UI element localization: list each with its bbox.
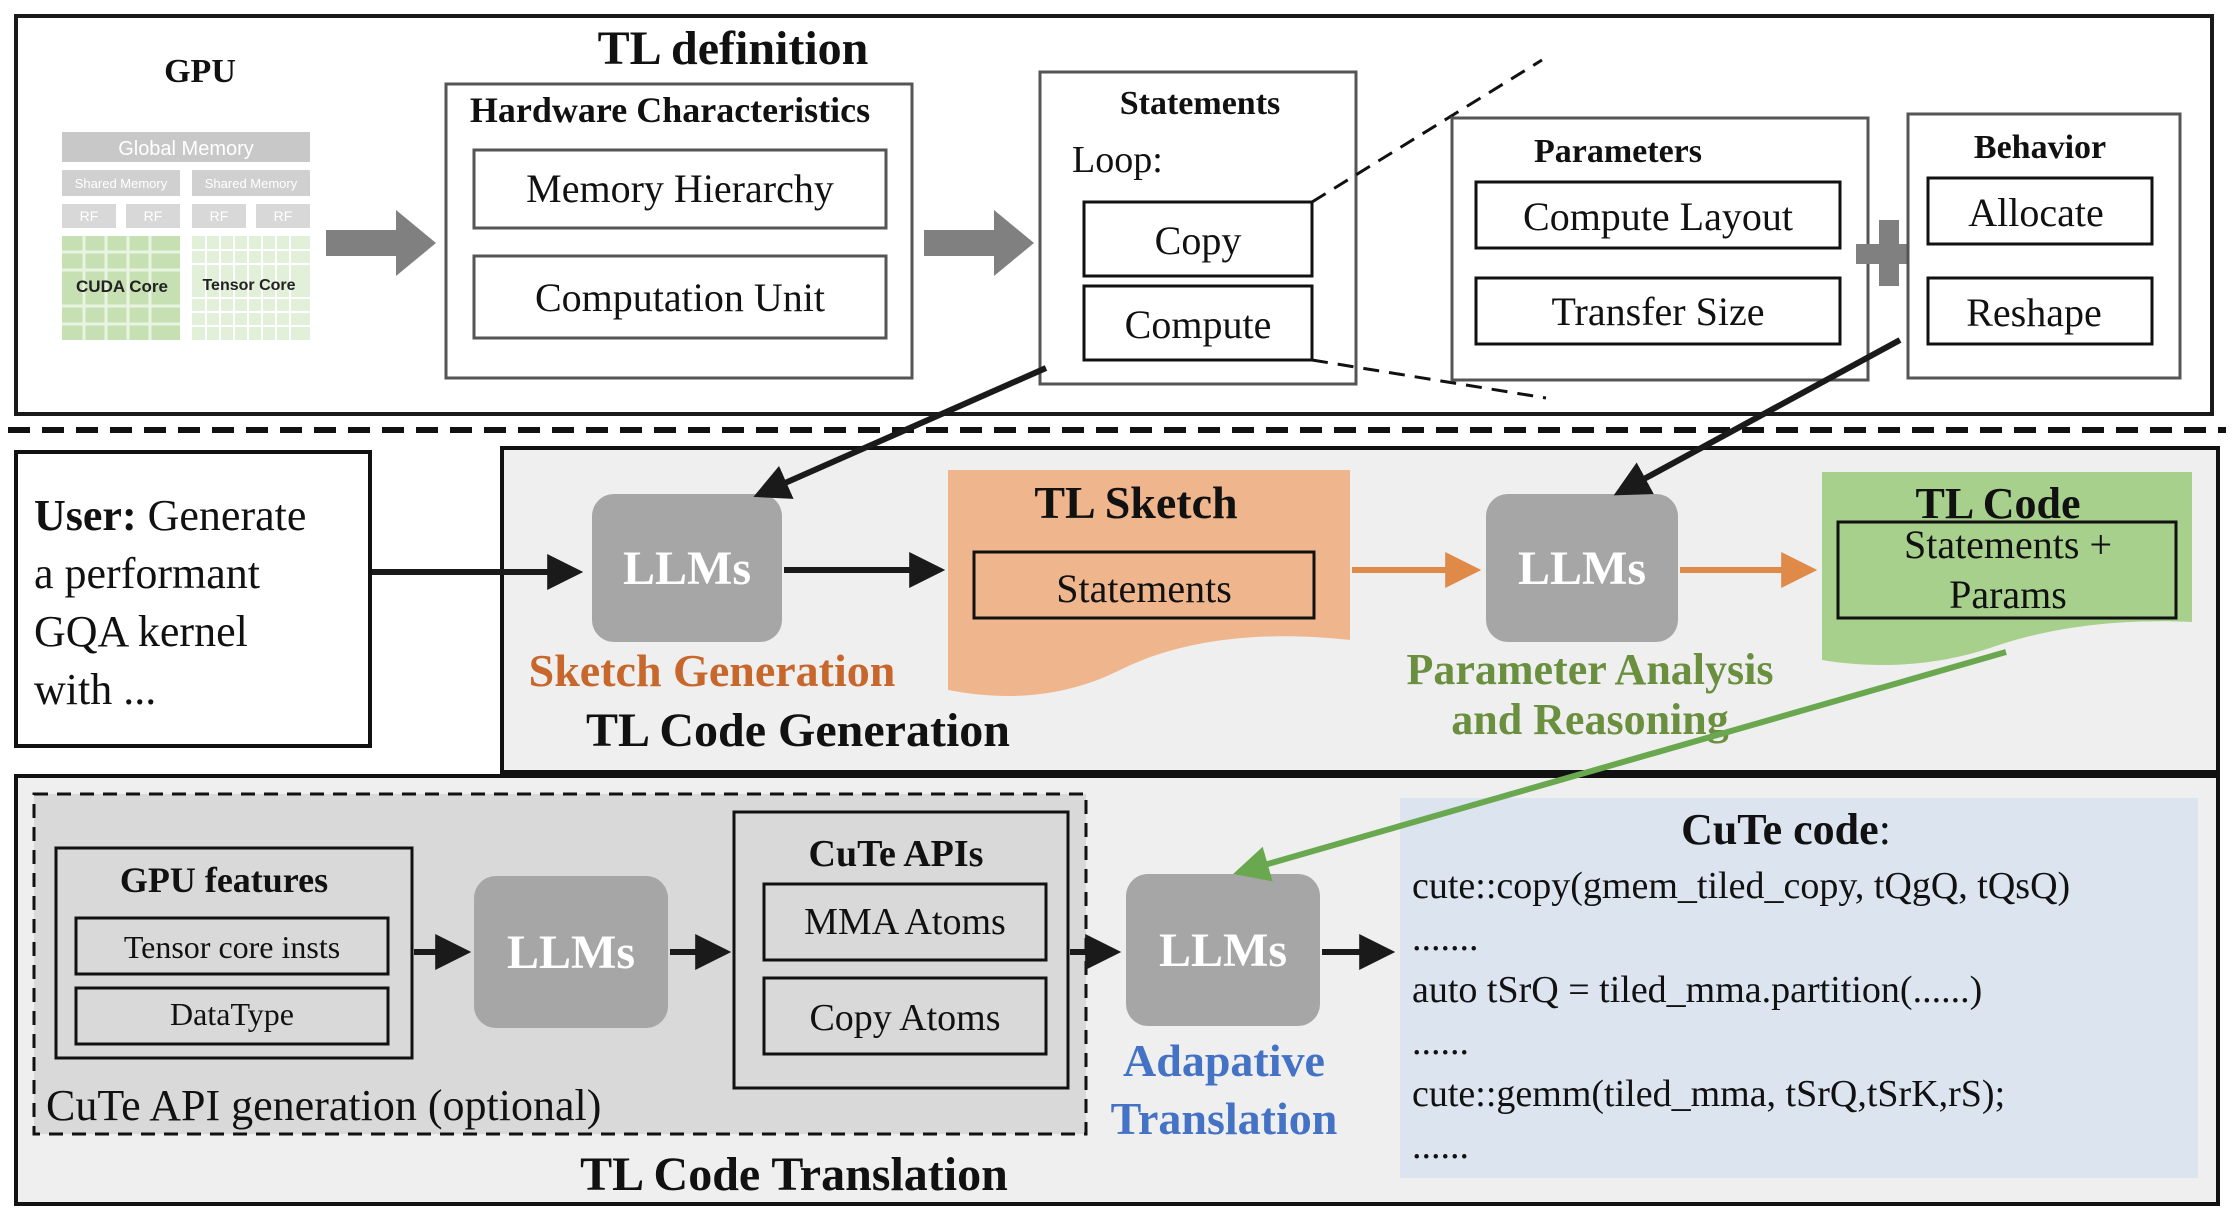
cute-code-title: CuTe code: [1681,805,1891,854]
plus-icon [1856,220,1922,286]
statements-to-llm1-arrow [753,365,1048,499]
parameter-analysis-label-2: and Reasoning [1451,695,1729,744]
mma-atoms-label: MMA Atoms [804,901,1006,943]
llm-label-1: LLMs [623,542,751,595]
tl-sketch-statements-box [972,550,1316,620]
llm-label-4: LLMs [1159,924,1287,977]
cute-code-title-colon: : [1879,805,1891,854]
cute-code-line-1: cute::copy(gmem_tiled_copy, tQgQ, tQsQ) [1412,865,2070,907]
tensor-core-insts-box [74,916,390,976]
tensor-core-insts-label: Tensor core insts [124,929,340,965]
allocate-box [1926,176,2154,246]
gpu-features-title: GPU features [120,860,328,900]
memory-hierarchy-box [472,148,888,230]
reshape-box [1926,276,2154,346]
copy-atoms-box [762,976,1048,1056]
user-prompt-line-1: User: Generate [34,491,306,540]
tl-sketch-document [948,470,1350,696]
cute-apis-title: CuTe APIs [809,833,984,875]
cuda-core-label: CUDA Core [76,277,168,296]
cute-api-generation-label: CuTe API generation (optional) [46,1081,601,1130]
rf-label-4: RF [274,208,293,224]
compute-layout-box [1474,180,1842,250]
user-prompt-line-2: a performant [34,549,260,598]
tl-sketch-title: TL Sketch [1034,477,1237,528]
adaptive-translation-label-1: Adapative [1123,1035,1325,1086]
user-prompt-line-3: GQA kernel [34,607,248,656]
cute-code-line-2: ....... [1412,917,1479,959]
tlcode-to-llm4-arrow [1233,649,2007,882]
user-prompt-line-4: with ... [34,665,156,714]
shared-memory-label-1: Shared Memory [75,176,168,191]
behavior-to-llm2-arrow [1613,337,1902,496]
statements-title: Statements [1120,85,1281,122]
tl-sketch-statements-label: Statements [1056,566,1232,611]
loop-label: Loop: [1072,139,1163,181]
tl-definition-title: TL definition [598,22,869,75]
cute-apis-box [732,810,1070,1090]
gray-arrow-1 [326,210,436,276]
adaptive-translation-label-2: Translation [1111,1093,1338,1144]
user-text-1: Generate [137,491,307,540]
zoom-line-bottom [1311,358,1547,400]
cute-code-title-text: CuTe code [1681,805,1879,854]
rf-label-2: RF [144,208,163,224]
datatype-box [74,986,390,1046]
llm-label-3: LLMs [507,926,635,979]
cute-code-line-5: cute::gemm(tiled_mma, tSrQ,tSrK,rS); [1412,1073,2005,1115]
global-memory-label: Global Memory [118,138,254,160]
compute-box [1082,284,1314,362]
user-label: User: [34,491,137,540]
sketch-generation-label: Sketch Generation [529,645,896,696]
tl-code-generation-title: TL Code Generation [586,704,1010,757]
tl-code-title: TL Code [1915,479,2080,528]
parameter-analysis-label-1: Parameter Analysis [1406,645,1773,694]
llm-box-1 [592,494,782,642]
tl-code-statements-box [1836,520,2178,620]
mma-atoms-box [762,882,1048,962]
compute-layout-label: Compute Layout [1523,194,1793,239]
computation-unit-label: Computation Unit [535,275,825,320]
tl-code-item-line-1: Statements + [1904,522,2112,567]
transfer-size-box [1474,276,1842,346]
llm-box-2 [1486,494,1678,642]
memory-hierarchy-label: Memory Hierarchy [526,166,834,211]
tl-code-translation-title: TL Code Translation [580,1148,1008,1201]
copy-box [1082,200,1314,278]
llm-label-2: LLMs [1518,542,1646,595]
tensor-core-label: Tensor Core [202,277,295,294]
shared-memory-label-2: Shared Memory [205,176,298,191]
datatype-label: DataType [170,996,294,1032]
cute-code-line-3: auto tSrQ = tiled_mma.partition(......) [1412,969,1982,1011]
computation-unit-box [472,254,888,340]
user-prompt-box [14,450,372,748]
copy-label: Copy [1155,218,1242,263]
tl-code-item-line-2: Params [1949,572,2067,617]
gpu-features-box [54,846,414,1060]
hardware-characteristics-title: Hardware Characteristics [470,90,870,130]
parameters-title: Parameters [1534,133,1702,170]
cute-code-panel [1400,798,2198,1178]
rf-label-1: RF [80,208,99,224]
transfer-size-label: Transfer Size [1552,289,1765,334]
gray-arrow-2 [924,210,1034,276]
gpu-icon: Global Memory Shared Memory Shared Memor… [62,132,310,340]
cute-code-line-6: ...... [1412,1125,1469,1167]
llm-box-3 [474,876,668,1028]
compute-label: Compute [1125,302,1272,347]
allocate-label: Allocate [1968,190,2104,235]
copy-atoms-label: Copy Atoms [809,997,1000,1039]
rf-label-3: RF [210,208,229,224]
gpu-title: GPU [164,53,236,90]
zoom-line-top [1311,58,1543,204]
cute-code-line-4: ...... [1412,1021,1469,1063]
behavior-title: Behavior [1974,129,2106,166]
llm-box-4 [1126,874,1320,1026]
reshape-label: Reshape [1966,290,2102,335]
